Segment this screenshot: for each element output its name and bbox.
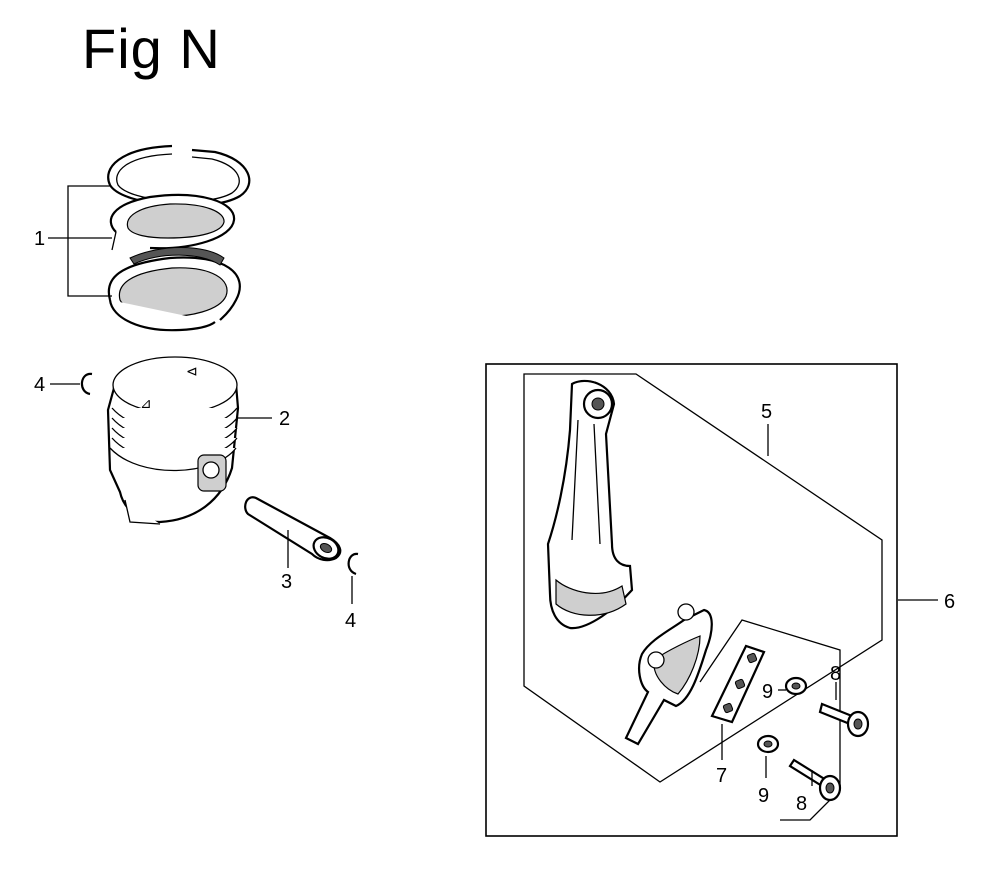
rod-cap <box>624 603 713 746</box>
piston-mark-icon: ⊿ <box>140 395 152 411</box>
leader-lines-right <box>721 424 938 786</box>
piston-ring-oil <box>107 247 241 332</box>
piston-pin <box>244 496 342 562</box>
callout-4-right: 4 <box>345 610 356 632</box>
piston-ring-set <box>107 144 251 332</box>
washer-upper <box>784 676 808 696</box>
leader-lines-left <box>48 185 353 604</box>
lock-plate <box>710 644 766 724</box>
callout-6: 6 <box>944 591 955 613</box>
callout-3: 3 <box>281 571 292 593</box>
callout-8-upper: 8 <box>830 663 841 685</box>
callout-4-left: 4 <box>34 374 45 396</box>
rod-bolt-upper <box>818 702 870 738</box>
piston-ring-middle <box>109 193 236 251</box>
piston-mark-icon: ⊲ <box>186 363 198 379</box>
washer-lower <box>756 734 780 754</box>
callout-9-upper: 9 <box>762 681 773 703</box>
callout-5: 5 <box>761 401 772 423</box>
callout-8-lower: 8 <box>796 793 807 815</box>
hardware-group-outline <box>699 619 841 821</box>
callout-2: 2 <box>279 408 290 430</box>
figure-title: Fig N <box>82 17 221 80</box>
connecting-rod-outline <box>523 373 883 783</box>
callout-9-lower: 9 <box>758 785 769 807</box>
connecting-rod <box>546 379 634 630</box>
kit-outline <box>485 363 898 837</box>
piston-pin-clip-right <box>347 552 359 576</box>
callout-1: 1 <box>34 228 45 250</box>
rod-bolt-lower <box>788 758 842 802</box>
piston: ⊿ ⊲ <box>106 356 240 525</box>
callout-7: 7 <box>716 765 727 787</box>
piston-pin-clip-left <box>80 372 93 396</box>
connecting-rod-kit <box>485 363 898 837</box>
